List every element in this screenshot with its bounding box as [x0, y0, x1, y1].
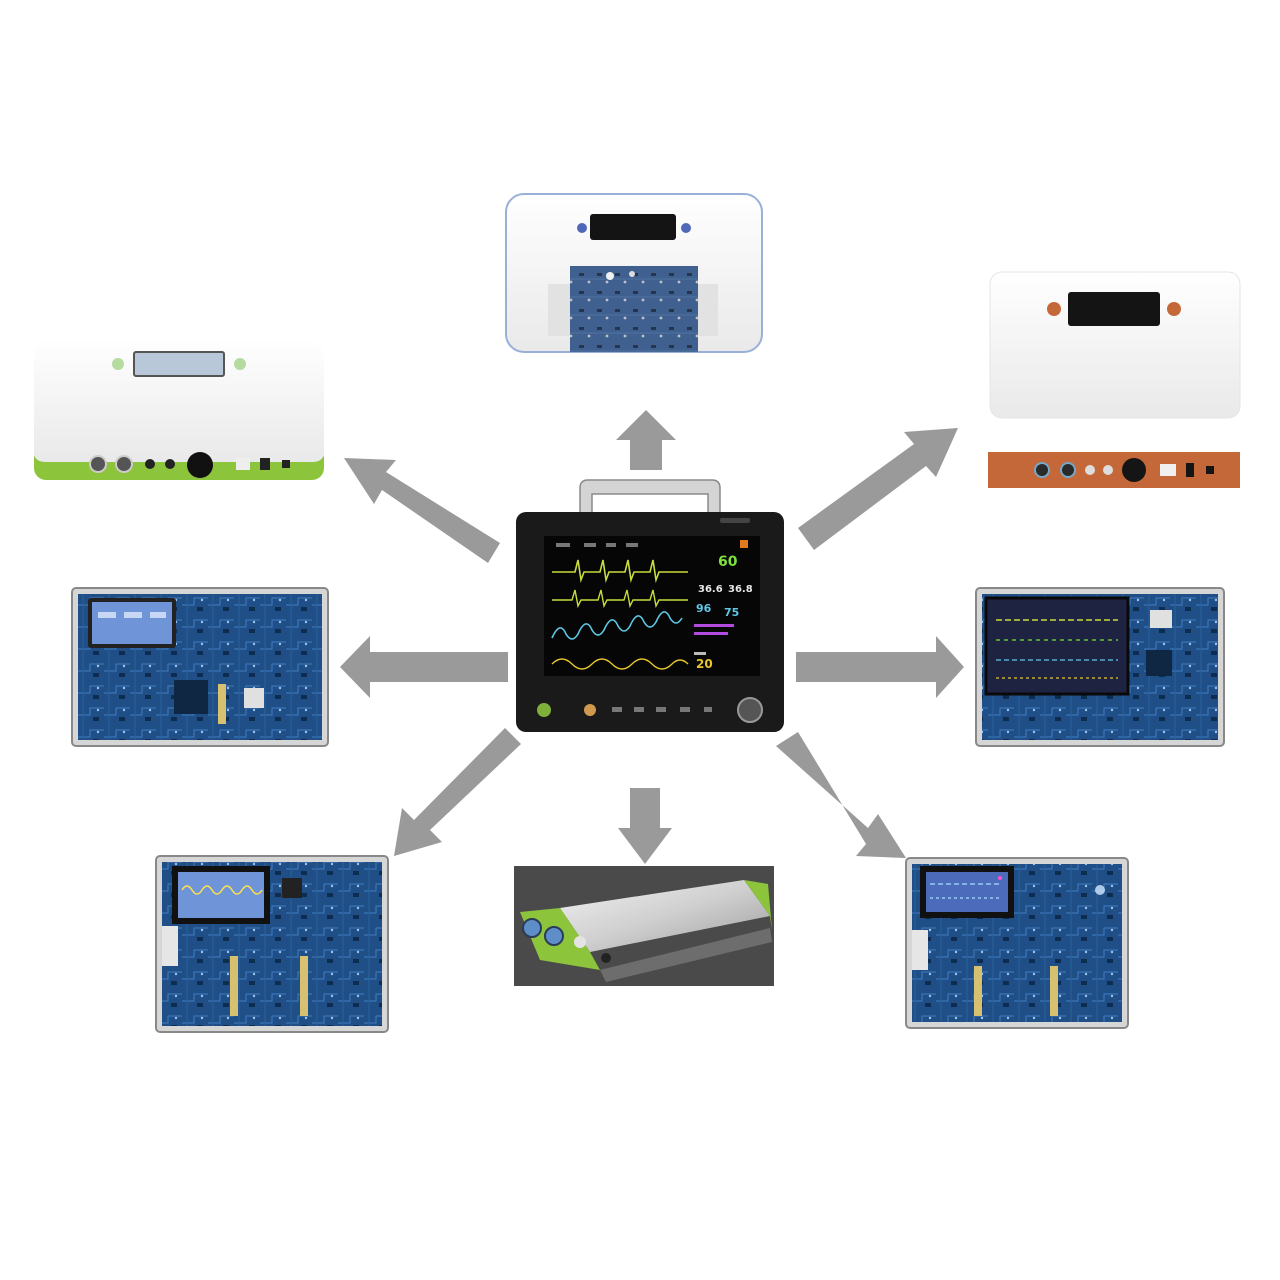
ecg-wave-1: [552, 559, 688, 584]
resp-wave: [551, 658, 689, 670]
arrow-up-right: [798, 428, 958, 550]
arrow-down: [618, 788, 672, 864]
arrow-down-right: [776, 732, 906, 858]
white-green-enclosure-icon: [34, 338, 324, 480]
white-enclosure-with-orange-panel-icon: [988, 271, 1241, 488]
arrow-down-left: [394, 728, 521, 856]
white-enclosure-with-circuit-board-icon: [505, 193, 763, 353]
temp-value-2: 36.8: [728, 584, 753, 595]
patient-monitor: 60 36.6 36.8 96 75 20: [516, 479, 784, 732]
monitor-screen: [544, 536, 760, 676]
pulse-value: 75: [724, 606, 739, 619]
green-silver-module-icon: [514, 866, 774, 986]
circuit-board-with-screen-icon: [975, 587, 1225, 747]
arrow-right: [796, 636, 964, 698]
ecg-wave-2: [552, 589, 688, 609]
arrow-up: [616, 410, 676, 470]
pleth-wave: [551, 611, 683, 640]
arrow-up-left: [344, 458, 500, 563]
arrow-left: [340, 636, 508, 698]
resp-value: 20: [696, 657, 713, 671]
hr-value: 60: [718, 554, 738, 570]
rotary-knob: [737, 697, 763, 723]
power-button: [537, 703, 551, 717]
circuit-board-with-screen-icon: [905, 857, 1129, 1029]
temp-value-1: 36.6: [698, 584, 723, 595]
circuit-board-with-screen-icon: [71, 587, 329, 747]
circuit-board-with-screen-icon: [155, 855, 389, 1033]
spo2-value: 96: [696, 602, 712, 615]
